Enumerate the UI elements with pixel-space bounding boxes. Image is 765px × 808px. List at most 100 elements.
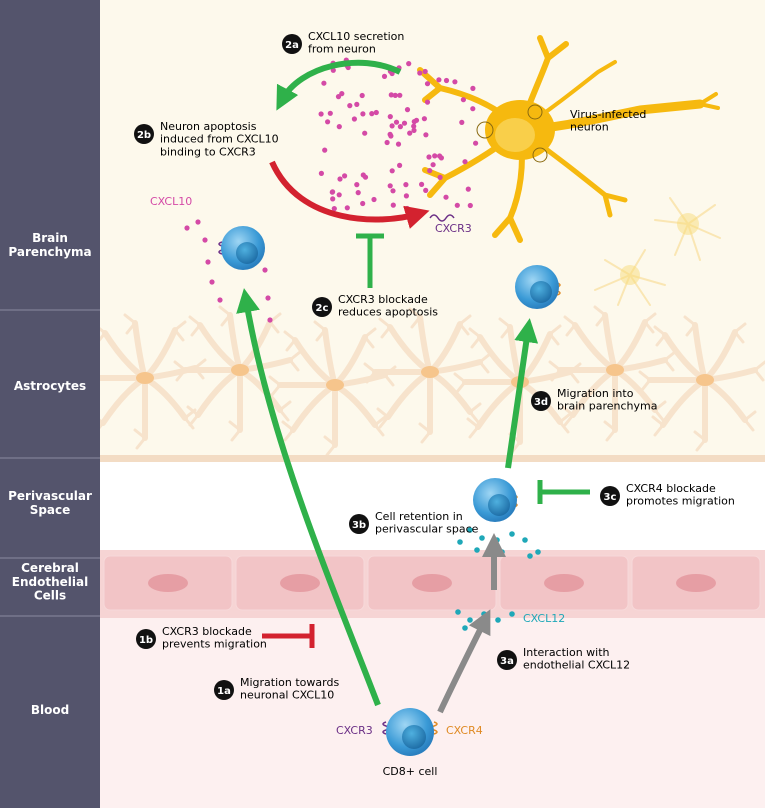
cxcl10-dot (452, 79, 458, 85)
cxcl10-dot (354, 101, 360, 107)
cxcl12-dot (462, 625, 468, 631)
arrow-3d-migration (505, 318, 539, 469)
badge-3c: 3c (604, 492, 617, 503)
region-label-astrocytes: Astrocytes (14, 379, 86, 393)
cxcl10-dot (403, 193, 409, 199)
cxcl10-dot (322, 147, 328, 153)
endothelial-cells (103, 555, 761, 611)
cxcl10-dot (437, 174, 443, 180)
cxcl10-dot (419, 181, 425, 187)
cxcl10-dot (184, 225, 190, 231)
cxcl10-dot (265, 295, 271, 301)
sidebar-dividers (0, 309, 100, 617)
cxcl10-dot (397, 92, 403, 98)
cxcl10-dot (404, 107, 411, 113)
cxcl12-dot (479, 535, 485, 541)
cxcl10-dot (387, 131, 393, 137)
cxcl10-dot (330, 196, 336, 202)
cxcl10-dot (371, 196, 377, 203)
cxcl10-dot (417, 70, 423, 76)
astrocyte-nucleus (421, 366, 439, 378)
badge-2b: 2b (137, 130, 151, 141)
cxcl10-dot (384, 139, 390, 146)
cxcr3-neuron-label: CXCR3 (435, 222, 472, 235)
cxcl10-dot (397, 162, 403, 168)
cxcl10-dot (397, 124, 403, 130)
badge-1a: 1a (217, 686, 231, 697)
cxcl10-dot (390, 202, 396, 208)
cd8-cell-parenchyma-right (515, 265, 561, 309)
cxcl10-dot (432, 153, 438, 159)
cxcl12-dot (474, 547, 480, 553)
cxcl10-dot (336, 192, 342, 198)
cxcl10-dot (421, 116, 427, 122)
cxcl10-dot (426, 154, 432, 160)
blood-band (100, 618, 765, 808)
faded-neuron-2 (594, 249, 666, 306)
cxcl10-dot (369, 111, 375, 117)
cxcl10-dot (389, 123, 395, 129)
astrocyte-nucleus (696, 374, 714, 386)
badge-3a: 3a (500, 656, 514, 667)
cxcl10-dot (424, 99, 431, 105)
cxcl10-dot (331, 206, 337, 212)
inhibitor-3c (537, 480, 590, 504)
cxcl10-dot (351, 116, 357, 122)
cxcl12-dots (455, 527, 541, 631)
inhibitor-1b (262, 624, 315, 648)
cxcl10-dot (336, 124, 342, 130)
cxcl12-dot (535, 549, 541, 555)
inhibitor-2c (356, 233, 384, 288)
cxcl10-dot (443, 77, 450, 84)
cxcl10-dot (462, 159, 468, 165)
cxcl10-dot (267, 317, 273, 323)
cxcl10-dot (335, 94, 342, 100)
cxcl12-dot (495, 617, 501, 623)
astrocyte-endfeet (100, 455, 765, 462)
cxcl10-dot (327, 110, 333, 116)
cxcl10-dot (390, 188, 396, 194)
cxcl10-dot (470, 106, 476, 112)
cxcl10-dot (423, 187, 429, 193)
cxcl10-dot (413, 117, 420, 123)
cxcl10-dot (401, 120, 408, 126)
perivascular-band (100, 462, 765, 550)
cxcl10-dot (393, 119, 400, 125)
endothelial-nucleus (280, 574, 320, 592)
badge-1b: 1b (139, 635, 153, 646)
cxcl10-dot (473, 140, 479, 146)
region-label-blood: Blood (31, 703, 69, 717)
cxcl12-dot (455, 609, 461, 615)
faded-neuron-1 (654, 197, 721, 261)
cxcl10-dot (355, 190, 361, 196)
astrocyte-nucleus (606, 364, 624, 376)
cxcr3-neuron-receptor (429, 214, 455, 222)
astrocyte-nucleus (326, 379, 344, 391)
cxcl12-dot (467, 527, 473, 533)
cxcl10-dot (373, 109, 379, 116)
astrocyte-nucleus (231, 364, 249, 376)
cxcr4-cell-label: CXCR4 (446, 724, 483, 737)
cxcl10-dot (395, 141, 402, 147)
cxcl10-dot (321, 80, 327, 86)
cxcl10-dot (262, 267, 268, 273)
arrow-2b-apoptosis (269, 160, 430, 229)
cxcl10-dot (347, 103, 353, 109)
cxcl12-dot (467, 617, 473, 623)
cxcl10-dot (427, 168, 433, 174)
cxcl10-dot (404, 205, 410, 212)
endothelial-nucleus (148, 574, 188, 592)
cxcl10-dot (209, 279, 215, 285)
cxcl10-dot (411, 123, 417, 129)
